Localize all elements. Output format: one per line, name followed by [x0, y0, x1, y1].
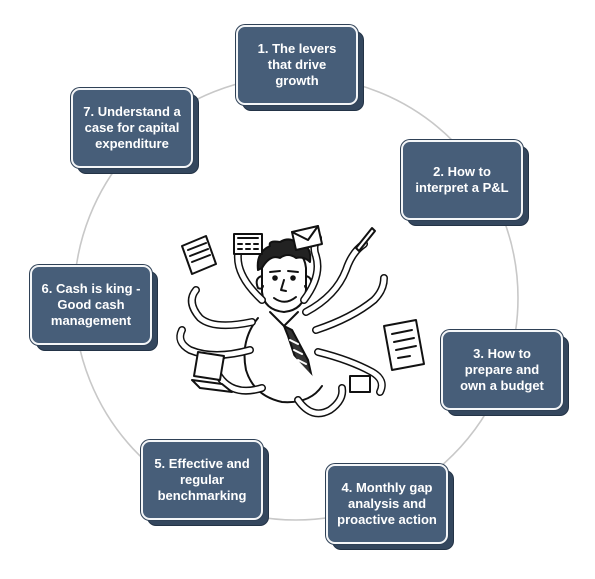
step-3-label: 3. How to prepare and own a budget [460, 346, 544, 393]
step-1-label: 1. The levers that drive growth [257, 41, 337, 88]
step-7-label: 7. Understand a case for capital expendi… [83, 104, 181, 151]
step-2-label: 2. How to interpret a P&L [415, 164, 509, 195]
step-7-box: 7. Understand a case for capital expendi… [71, 88, 199, 174]
step-4-label: 4. Monthly gap analysis and proactive ac… [337, 480, 437, 527]
step-3-box: 3. How to prepare and own a budget [441, 330, 569, 416]
step-5-box: 5. Effective and regular benchmarking [141, 440, 269, 526]
step-5-label: 5. Effective and regular benchmarking [154, 456, 250, 503]
multitasking-octopus-illustration [176, 225, 425, 418]
step-6-label: 6. Cash is king - Good cash management [41, 281, 141, 328]
step-1-box: 1. The levers that drive growth [236, 25, 364, 111]
step-6-box: 6. Cash is king - Good cash management [30, 265, 158, 351]
step-4-box: 4. Monthly gap analysis and proactive ac… [326, 464, 454, 550]
step-2-box: 2. How to interpret a P&L [401, 140, 529, 226]
